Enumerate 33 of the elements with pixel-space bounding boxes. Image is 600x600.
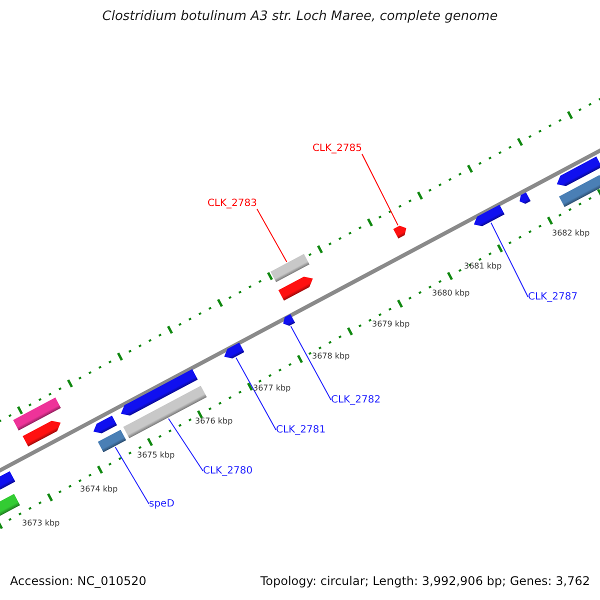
- gene-feature: [393, 223, 409, 239]
- gene-label: speD: [149, 498, 174, 510]
- scale-label: 3679 kbp: [372, 320, 410, 328]
- gene-label: CLK_2785: [312, 143, 362, 154]
- leader-line: [290, 326, 332, 400]
- scale-label: 3677 kbp: [253, 384, 291, 392]
- scale-label: 3681 kbp: [464, 262, 502, 270]
- gene-label: CLK_2783: [207, 198, 257, 209]
- gene-label: CLK_2781: [276, 424, 326, 436]
- gene-feature: [270, 254, 310, 282]
- gene-feature: [13, 397, 61, 431]
- gene-feature: [90, 416, 118, 436]
- scale-label: 3673 kbp: [22, 518, 60, 528]
- gene-feature: [98, 430, 126, 452]
- scale-label: 3680 kbp: [432, 288, 470, 298]
- genome-info: Topology: circular; Length: 3,992,906 bp; Genes: 3,762: [260, 574, 590, 588]
- scale-label: 3678 kbp: [312, 352, 350, 360]
- gene-label: CLK_2780: [203, 466, 253, 476]
- scale-label: 3676 kbp: [195, 416, 233, 426]
- gene-feature: [558, 174, 600, 208]
- leader-line: [256, 208, 288, 262]
- scale-label: 3675 kbp: [137, 450, 175, 460]
- scale-label: 3674 kbp: [80, 484, 118, 494]
- gene-label: CLK_2787: [528, 292, 578, 302]
- leader-line: [236, 357, 276, 430]
- leader-line: [490, 222, 528, 298]
- leader-line: [114, 446, 150, 504]
- gene-feature: [280, 314, 296, 328]
- gene-feature: [517, 192, 531, 206]
- chart-title: Clostridium botulinum A3 str. Loch Maree, complete genome: [101, 9, 499, 24]
- scale-label: 3682 kbp: [552, 228, 590, 238]
- genome-info: Accession: NC_010520: [10, 574, 146, 588]
- gene-label: CLK_2782: [331, 394, 381, 406]
